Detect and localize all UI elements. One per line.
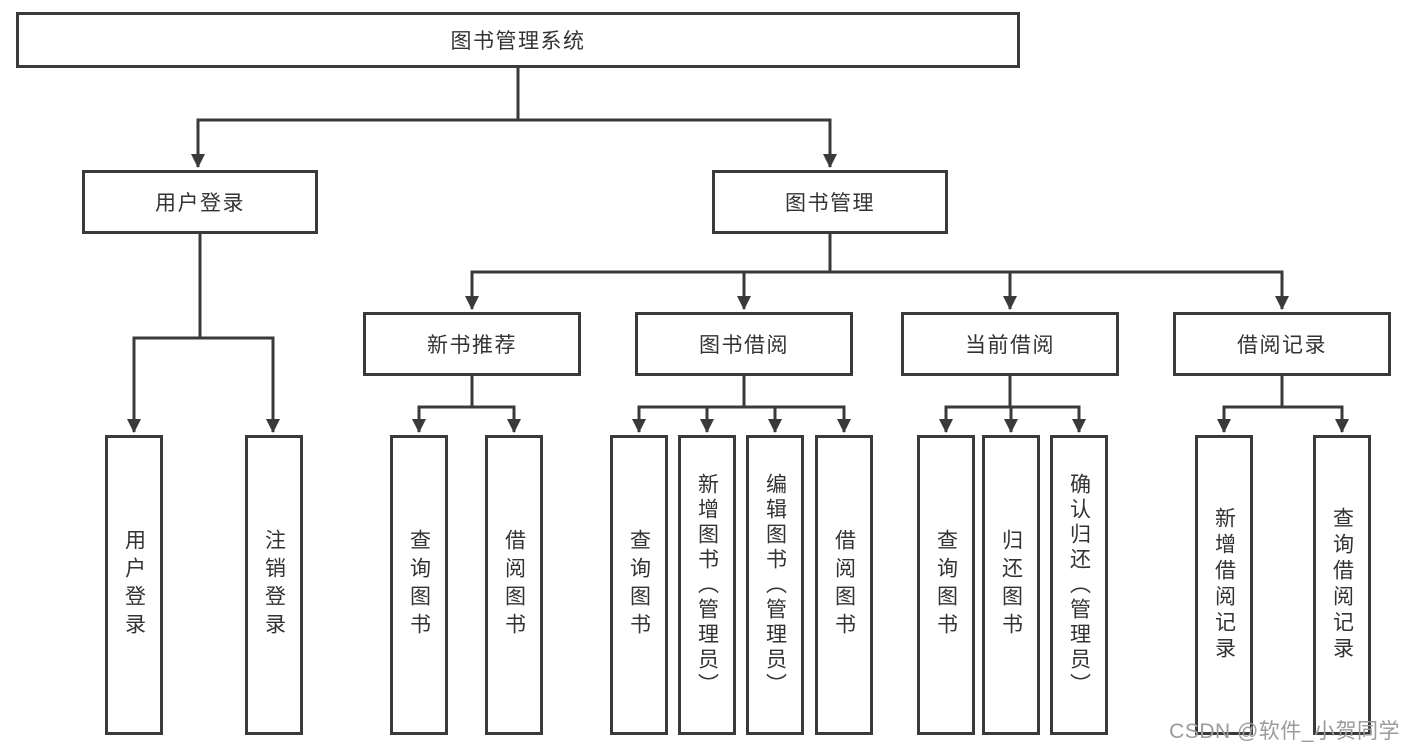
leaf-add-book-admin: 新增图书（管理员） (678, 435, 736, 735)
leaf-label: 新增图书（管理员） (695, 472, 719, 698)
node-user-login: 用户登录 (82, 170, 318, 234)
leaf-user-login: 用户登录 (105, 435, 163, 735)
leaf-borrow-book-1: 借阅图书 (485, 435, 543, 735)
leaf-label: 新增借阅记录 (1212, 507, 1236, 663)
leaf-label: 查询图书 (934, 529, 958, 641)
leaf-borrow-book-2: 借阅图书 (815, 435, 873, 735)
leaf-label: 借阅图书 (502, 529, 526, 641)
leaf-label: 查询图书 (407, 529, 431, 641)
leaf-query-book-3: 查询图书 (917, 435, 975, 735)
node-new-book-recommend: 新书推荐 (363, 312, 581, 376)
leaf-confirm-return-admin: 确认归还（管理员） (1050, 435, 1108, 735)
node-book-management: 图书管理 (712, 170, 948, 234)
leaf-label: 归还图书 (999, 529, 1023, 641)
leaf-edit-book-admin: 编辑图书（管理员） (746, 435, 804, 735)
leaf-label: 确认归还（管理员） (1067, 472, 1091, 698)
leaf-label: 用户登录 (122, 529, 146, 641)
node-library-management-system: 图书管理系统 (16, 12, 1020, 68)
leaf-add-borrow-record: 新增借阅记录 (1195, 435, 1253, 735)
leaf-label: 注销登录 (262, 529, 286, 641)
leaf-query-borrow-record: 查询借阅记录 (1313, 435, 1371, 735)
leaf-label: 查询借阅记录 (1330, 507, 1354, 663)
node-current-borrow: 当前借阅 (901, 312, 1119, 376)
leaf-label: 借阅图书 (832, 529, 856, 641)
leaf-label: 查询图书 (627, 529, 651, 641)
leaf-query-book-2: 查询图书 (610, 435, 668, 735)
leaf-query-book-1: 查询图书 (390, 435, 448, 735)
csdn-watermark: CSDN @软件_小贺同学 (1169, 720, 1400, 743)
node-book-borrow: 图书借阅 (635, 312, 853, 376)
leaf-label: 编辑图书（管理员） (763, 472, 787, 698)
leaf-logout: 注销登录 (245, 435, 303, 735)
leaf-return-book: 归还图书 (982, 435, 1040, 735)
node-borrow-record: 借阅记录 (1173, 312, 1391, 376)
